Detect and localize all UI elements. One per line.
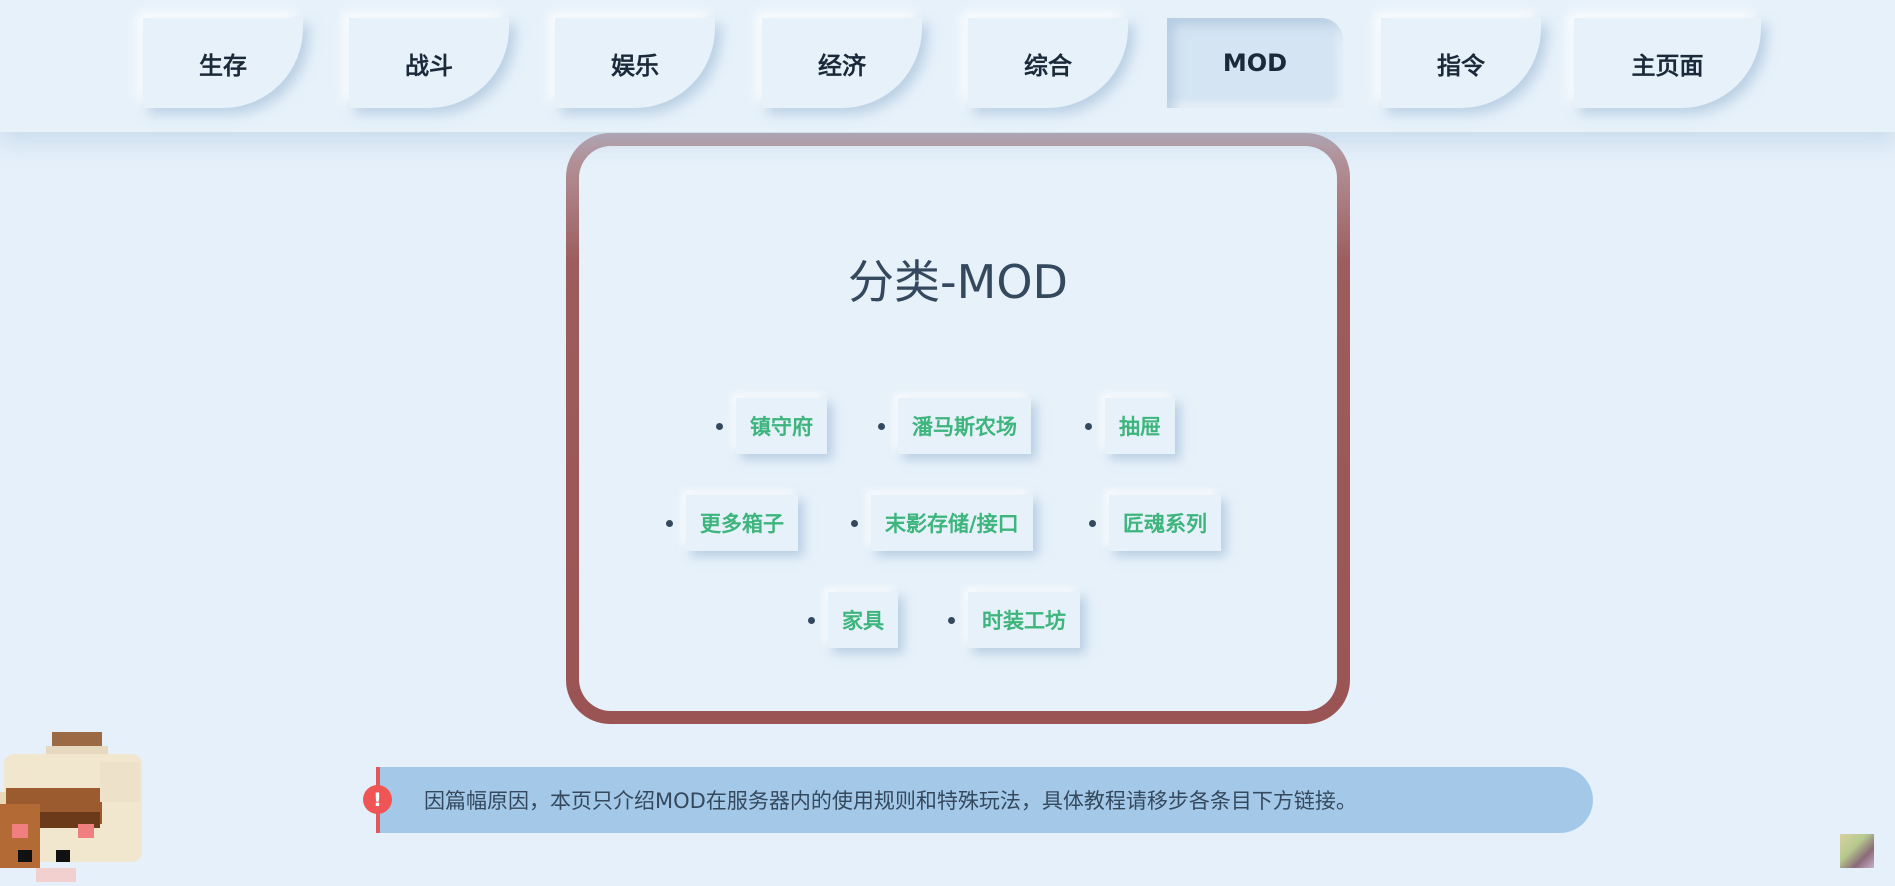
tab-mod[interactable]: MOD xyxy=(1167,18,1343,108)
tab-commands[interactable]: 指令 xyxy=(1381,18,1541,108)
top-navigation: 生存 战斗 娱乐 经济 综合 MOD 指令 主页面 xyxy=(0,0,1895,132)
bullet xyxy=(878,422,885,430)
corner-thumbnail-image[interactable] xyxy=(1840,834,1874,868)
category-card-body: 分类-MOD 镇守府 潘马斯农场 抽屉 更多箱子 末影存储/接口 匠魂系列 xyxy=(579,146,1337,711)
link-more-chests[interactable]: 更多箱子 xyxy=(686,495,798,551)
tab-combat[interactable]: 战斗 xyxy=(349,18,509,108)
bullet xyxy=(1085,422,1092,430)
link-drawers[interactable]: 抽屉 xyxy=(1105,398,1175,454)
link-pamhc-farm[interactable]: 潘马斯农场 xyxy=(898,398,1031,454)
list-item: 抽屉 xyxy=(1085,398,1175,454)
notice-text: 因篇幅原因，本页只介绍MOD在服务器内的使用规则和特殊玩法，具体教程请移步各条目… xyxy=(424,789,1357,813)
tab-home[interactable]: 主页面 xyxy=(1574,18,1761,108)
tab-label: 生存 xyxy=(199,51,247,80)
tab-survival[interactable]: 生存 xyxy=(143,18,303,108)
bullet xyxy=(716,422,723,430)
tab-label: 综合 xyxy=(1024,51,1072,80)
list-item: 时装工坊 xyxy=(948,592,1080,648)
notice-banner: 因篇幅原因，本页只介绍MOD在服务器内的使用规则和特殊玩法，具体教程请移步各条目… xyxy=(376,767,1593,833)
bullet xyxy=(666,519,673,527)
tab-label: 主页面 xyxy=(1631,51,1704,80)
list-item: 末影存储/接口 xyxy=(851,495,1033,551)
list-item: 家具 xyxy=(808,592,898,648)
link-zhenshoufu[interactable]: 镇守府 xyxy=(736,398,827,454)
bullet xyxy=(1089,519,1096,527)
bullet xyxy=(808,616,815,624)
card-title: 分类-MOD xyxy=(848,255,1068,309)
tab-label: MOD xyxy=(1222,49,1288,77)
link-tinkers[interactable]: 匠魂系列 xyxy=(1109,495,1221,551)
list-item: 潘马斯农场 xyxy=(878,398,1031,454)
pixel-mascot-image[interactable] xyxy=(0,732,146,886)
tab-general[interactable]: 综合 xyxy=(968,18,1128,108)
tab-label: 娱乐 xyxy=(611,51,659,80)
tab-entertainment[interactable]: 娱乐 xyxy=(555,18,715,108)
tab-label: 指令 xyxy=(1437,51,1485,80)
exclamation-icon: ! xyxy=(363,785,392,814)
tab-label: 战斗 xyxy=(405,51,453,80)
list-item: 镇守府 xyxy=(716,398,827,454)
link-ender-storage[interactable]: 末影存储/接口 xyxy=(871,495,1033,551)
bullet xyxy=(948,616,955,624)
tab-economy[interactable]: 经济 xyxy=(762,18,922,108)
list-item: 匠魂系列 xyxy=(1089,495,1221,551)
link-furniture[interactable]: 家具 xyxy=(828,592,898,648)
list-item: 更多箱子 xyxy=(666,495,798,551)
bullet xyxy=(851,519,858,527)
link-fashion-workshop[interactable]: 时装工坊 xyxy=(968,592,1080,648)
category-card: 分类-MOD 镇守府 潘马斯农场 抽屉 更多箱子 末影存储/接口 匠魂系列 xyxy=(566,133,1350,724)
tab-label: 经济 xyxy=(818,51,866,80)
